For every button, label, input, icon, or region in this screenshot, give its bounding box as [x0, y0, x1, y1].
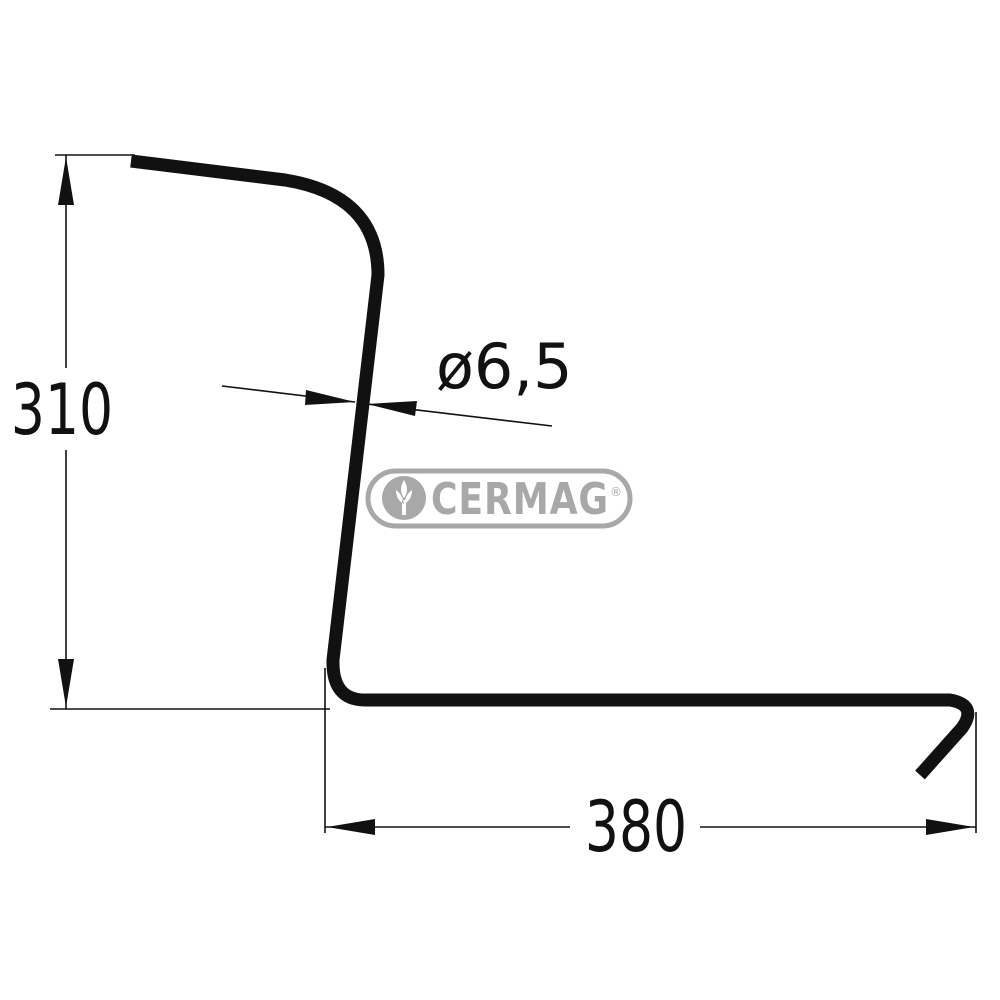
registered-mark: ®: [610, 485, 622, 499]
width-label: 380: [585, 787, 687, 868]
height-label: 310: [11, 370, 113, 451]
width-arrow-right: [926, 819, 974, 835]
logo-text: CERMAG: [431, 474, 609, 525]
height-dimension: 310: [11, 154, 330, 710]
width-arrow-left: [327, 819, 375, 835]
rod-profile: [130, 154, 975, 780]
diameter-dimension: ø6,5: [221, 330, 573, 427]
diameter-label: ø6,5: [436, 330, 573, 403]
logo-pill: [365, 468, 633, 529]
height-arrow-top: [58, 157, 74, 205]
diameter-arrow-right: [367, 401, 417, 416]
wheat-icon: [396, 480, 412, 515]
diameter-arrow-left: [305, 390, 355, 405]
height-arrow-bottom: [58, 659, 74, 707]
width-dimension: 380: [324, 668, 977, 868]
cermag-logo: CERMAG ®: [365, 468, 633, 529]
